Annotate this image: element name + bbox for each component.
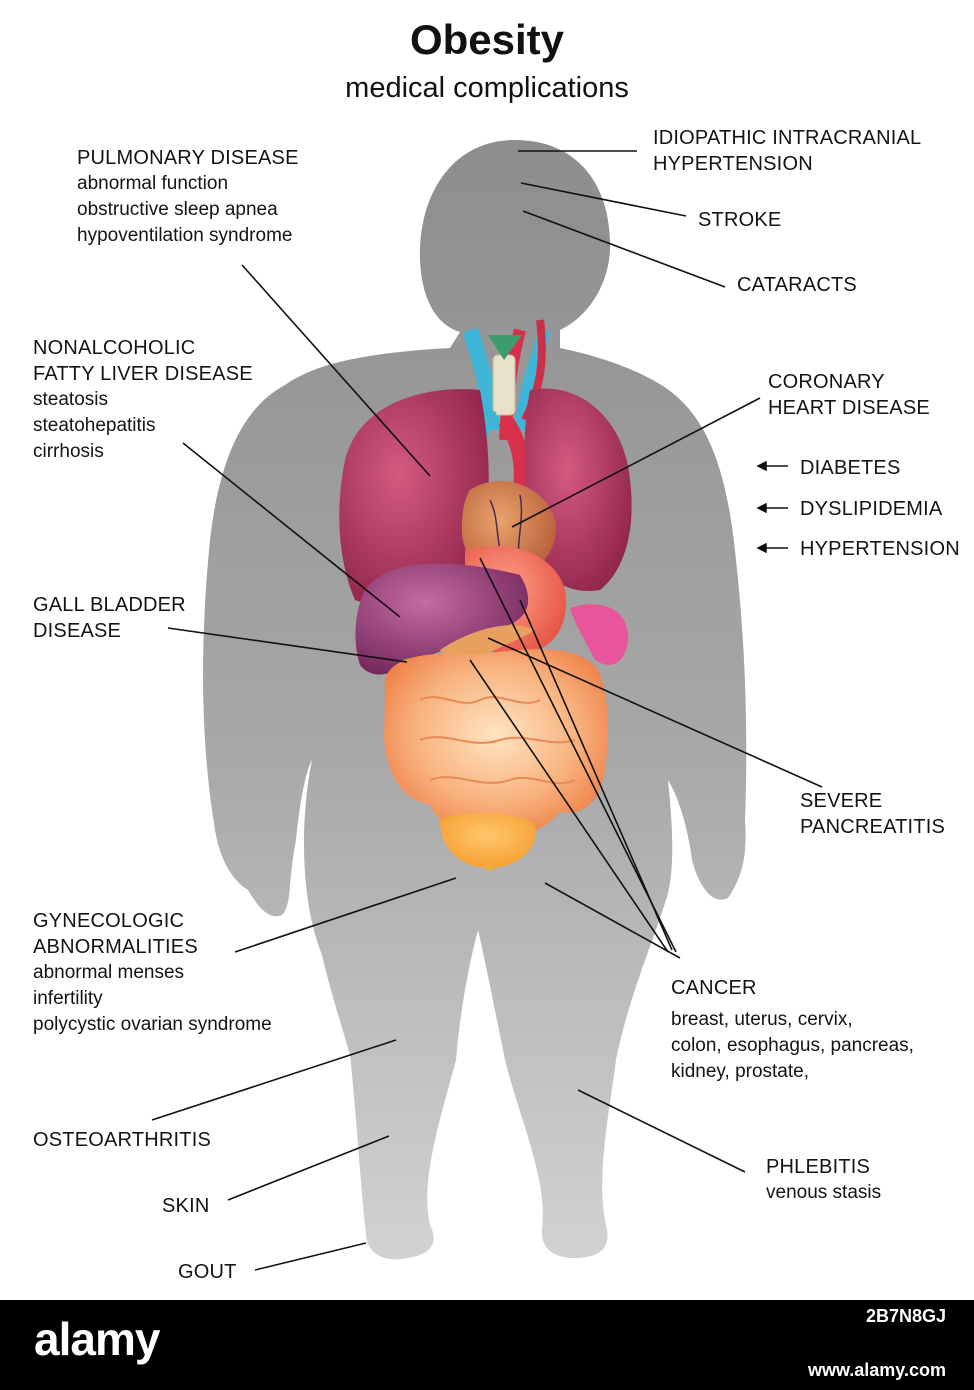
- cancer-label: CANCER breast, uterus, cervix, colon, es…: [671, 975, 914, 1085]
- gyneco-item: abnormal menses: [33, 960, 272, 986]
- pulmonary-item: hypoventilation syndrome: [77, 223, 299, 249]
- dyslipidemia-label: DYSLIPIDEMIA: [800, 496, 942, 522]
- stroke-label: STROKE: [698, 207, 781, 233]
- cancer-item: kidney, prostate,: [671, 1059, 914, 1085]
- coronary-line-2: HEART DISEASE: [768, 395, 930, 421]
- cancer-item: breast, uterus, cervix,: [671, 1007, 914, 1033]
- pulmonary-item: abnormal function: [77, 171, 299, 197]
- alamy-logo: alamy: [34, 1312, 159, 1366]
- risk-arrows: [758, 462, 788, 552]
- cancer-item: colon, esophagus, pancreas,: [671, 1033, 914, 1059]
- pancreatitis-label: SEVERE PANCREATITIS: [800, 788, 945, 840]
- pancreatitis-line-1: SEVERE: [800, 788, 945, 814]
- gall-bladder-label: GALL BLADDER DISEASE: [33, 592, 186, 644]
- phlebitis-label: PHLEBITIS venous stasis: [766, 1154, 881, 1206]
- diabetes-label: DIABETES: [800, 455, 901, 481]
- gyneco-heading-2: ABNORMALITIES: [33, 934, 272, 960]
- hypertension-label: HYPERTENSION: [800, 536, 960, 562]
- page-title: Obesity: [0, 16, 974, 64]
- gyneco-heading-1: GYNECOLOGIC: [33, 908, 272, 934]
- liver-heading-1: NONALCOHOLIC: [33, 335, 253, 361]
- gyneco-item: polycystic ovarian syndrome: [33, 1012, 272, 1038]
- iih-label: IDIOPATHIC INTRACRANIAL HYPERTENSION: [653, 125, 921, 177]
- gout-label: GOUT: [178, 1259, 237, 1285]
- cataracts-label: CATARACTS: [737, 272, 857, 298]
- liver-item: steatohepatitis: [33, 413, 253, 439]
- pancreatitis-line-2: PANCREATITIS: [800, 814, 945, 840]
- gyneco-item: infertility: [33, 986, 272, 1012]
- gall-heading-1: GALL BLADDER: [33, 592, 186, 618]
- website-url: www.alamy.com: [808, 1360, 946, 1381]
- diagram-canvas: Obesity medical complications PULMONARY …: [0, 0, 974, 1300]
- gynecologic-label: GYNECOLOGIC ABNORMALITIES abnormal mense…: [33, 908, 272, 1038]
- pulmonary-item: obstructive sleep apnea: [77, 197, 299, 223]
- pulmonary-disease-label: PULMONARY DISEASE abnormal function obst…: [77, 145, 299, 249]
- fatty-liver-label: NONALCOHOLIC FATTY LIVER DISEASE steatos…: [33, 335, 253, 465]
- liver-heading-2: FATTY LIVER DISEASE: [33, 361, 253, 387]
- coronary-label: CORONARY HEART DISEASE: [768, 369, 930, 421]
- liver-item: cirrhosis: [33, 439, 253, 465]
- phlebitis-heading: PHLEBITIS: [766, 1154, 881, 1180]
- gall-heading-2: DISEASE: [33, 618, 186, 644]
- liver-item: steatosis: [33, 387, 253, 413]
- pulmonary-heading: PULMONARY DISEASE: [77, 145, 299, 171]
- image-id: 2B7N8GJ: [866, 1306, 946, 1327]
- osteoarthritis-label: OSTEOARTHRITIS: [33, 1127, 211, 1153]
- cancer-heading: CANCER: [671, 975, 914, 1001]
- iih-line-1: IDIOPATHIC INTRACRANIAL: [653, 125, 921, 151]
- coronary-line-1: CORONARY: [768, 369, 930, 395]
- skin-label: SKIN: [162, 1193, 209, 1219]
- phlebitis-sub: venous stasis: [766, 1180, 881, 1206]
- page-subtitle: medical complications: [0, 72, 974, 105]
- iih-line-2: HYPERTENSION: [653, 151, 921, 177]
